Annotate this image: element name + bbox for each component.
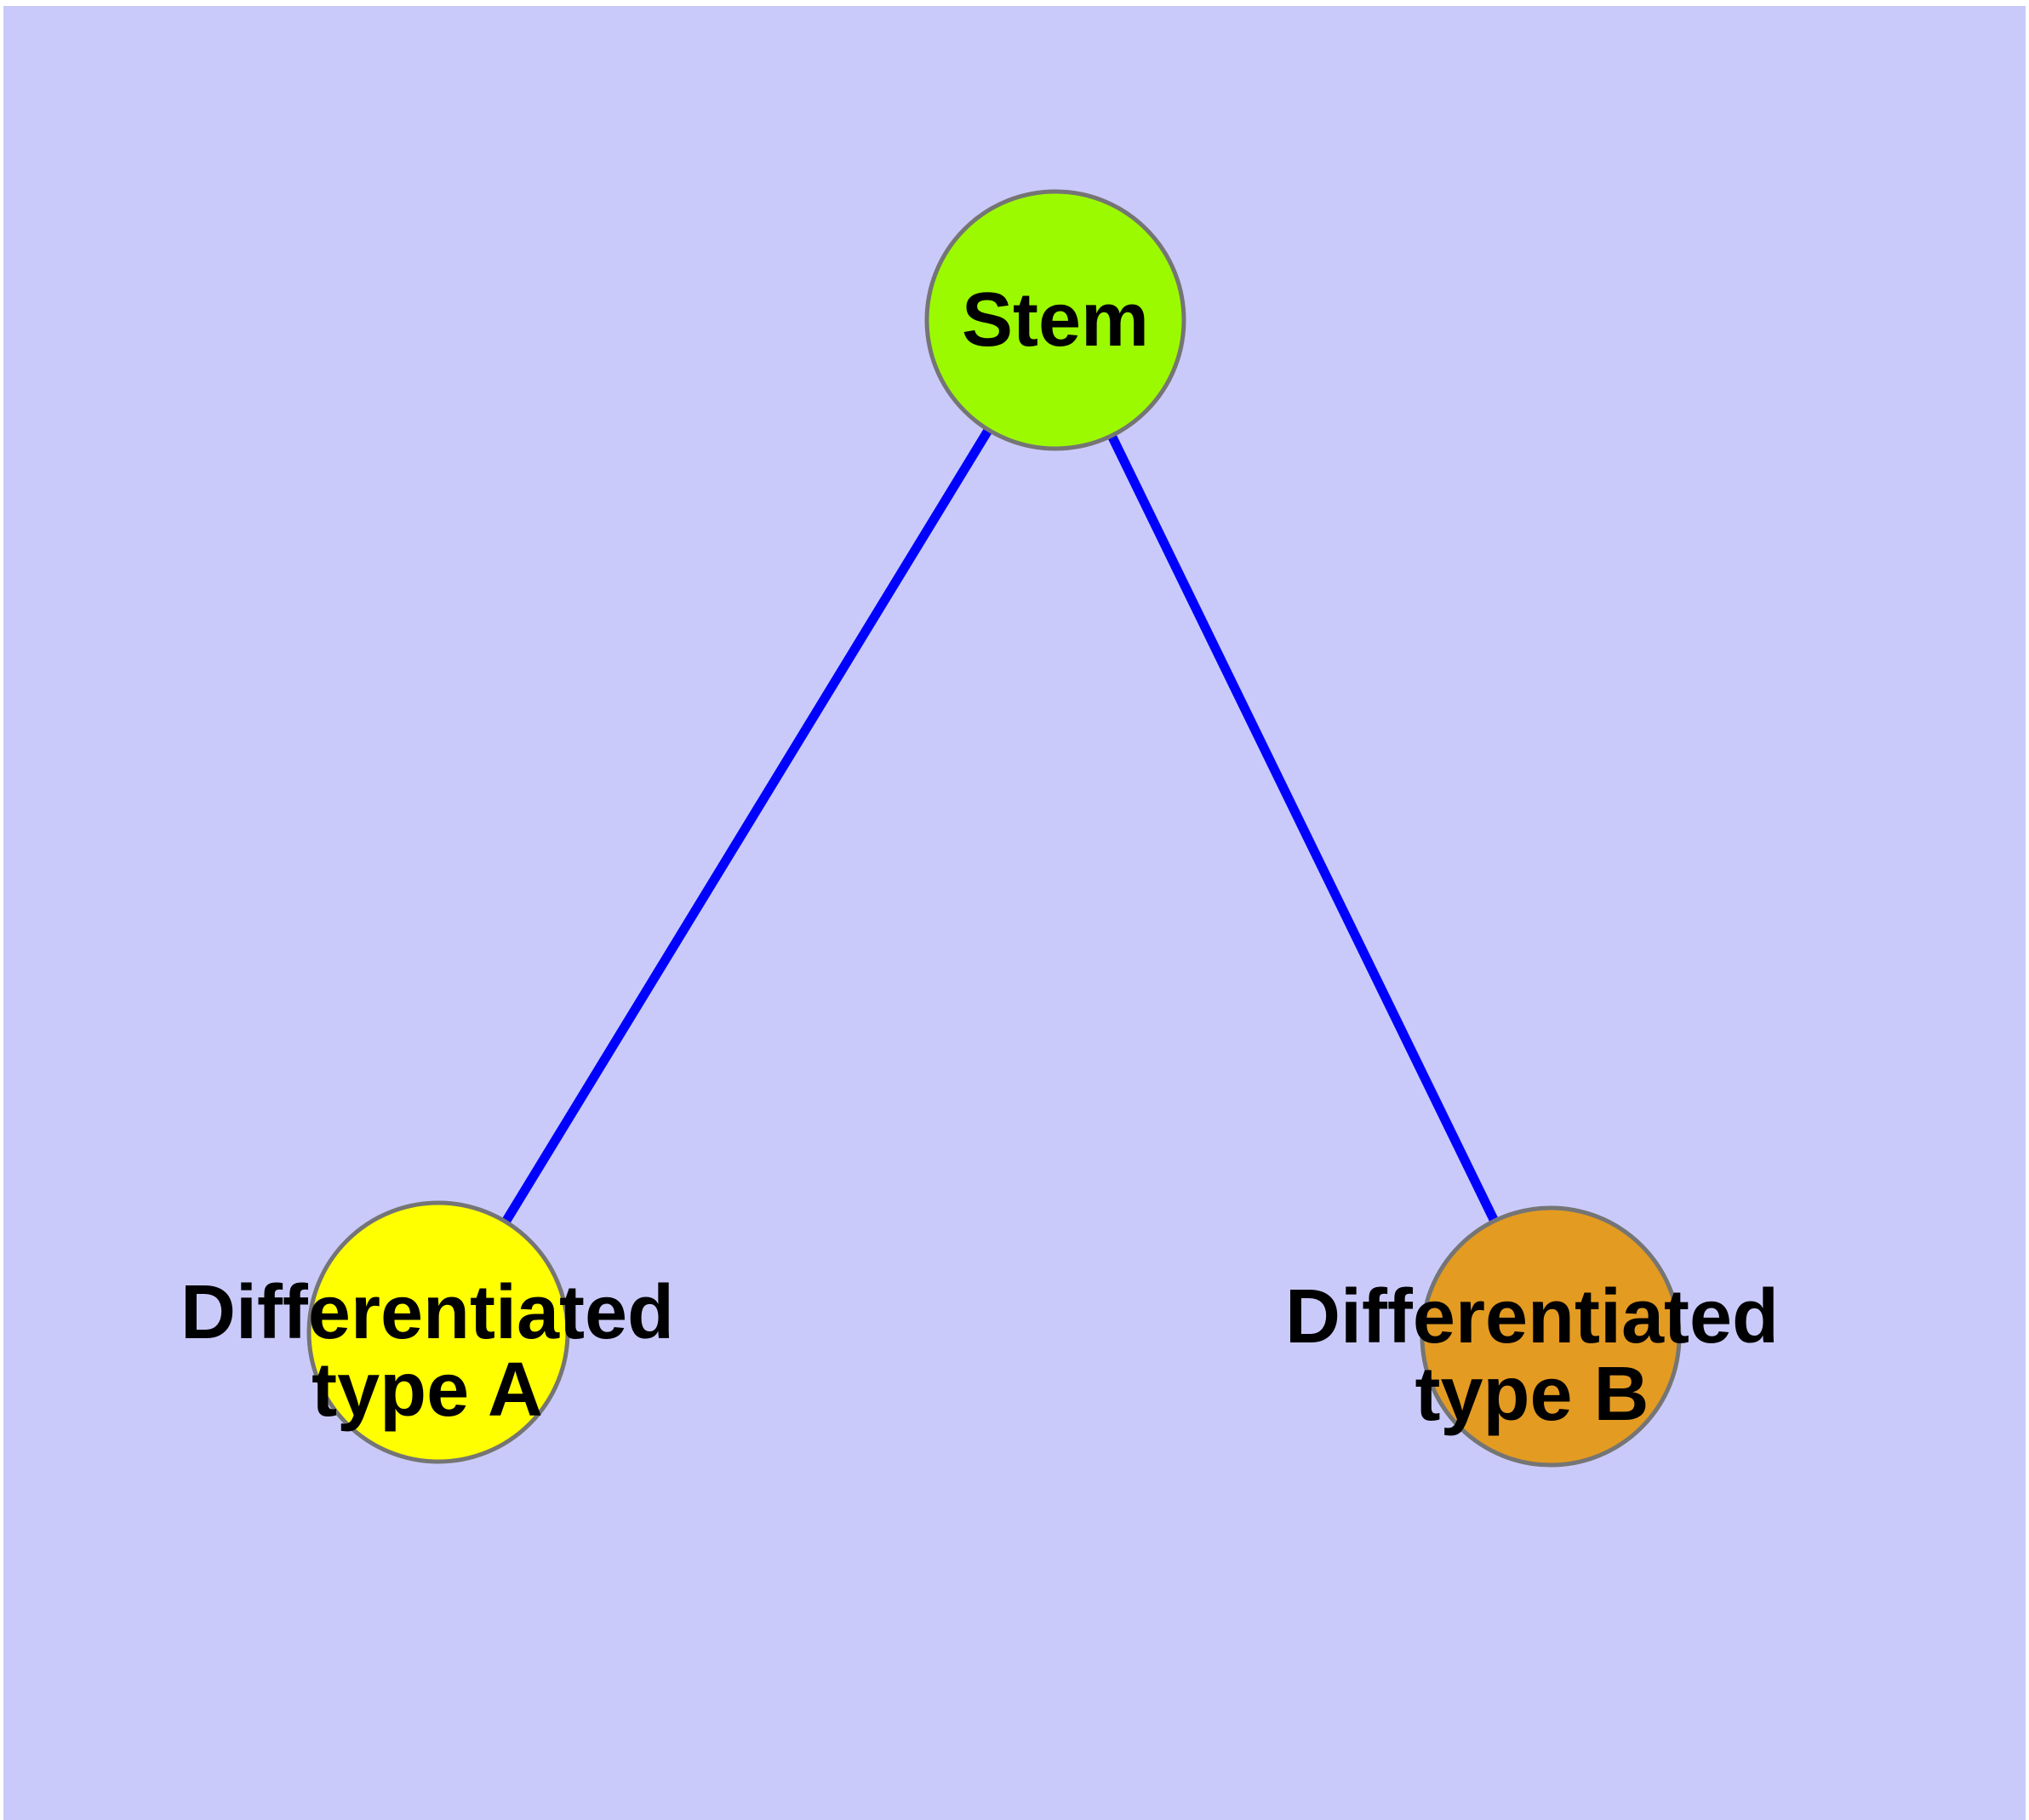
node-differentiated-type-a-label-line-1: Differentiated	[180, 1270, 674, 1355]
node-differentiated-type-a-label-line-2: type A	[311, 1348, 543, 1433]
node-differentiated-type-a	[306, 1200, 570, 1464]
node-differentiated-type-b	[1420, 1205, 1682, 1468]
edge-stem-to-differentiated-type-a	[434, 318, 1060, 1335]
node-stem	[924, 189, 1186, 451]
node-differentiated-type-b-label-line-1: Differentiated	[1285, 1274, 1779, 1359]
node-stem-label: Stem	[962, 278, 1149, 363]
node-differentiated-type-b-label-line-2: type B	[1415, 1352, 1649, 1437]
edge-stem-to-differentiated-type-b	[1051, 318, 1555, 1339]
